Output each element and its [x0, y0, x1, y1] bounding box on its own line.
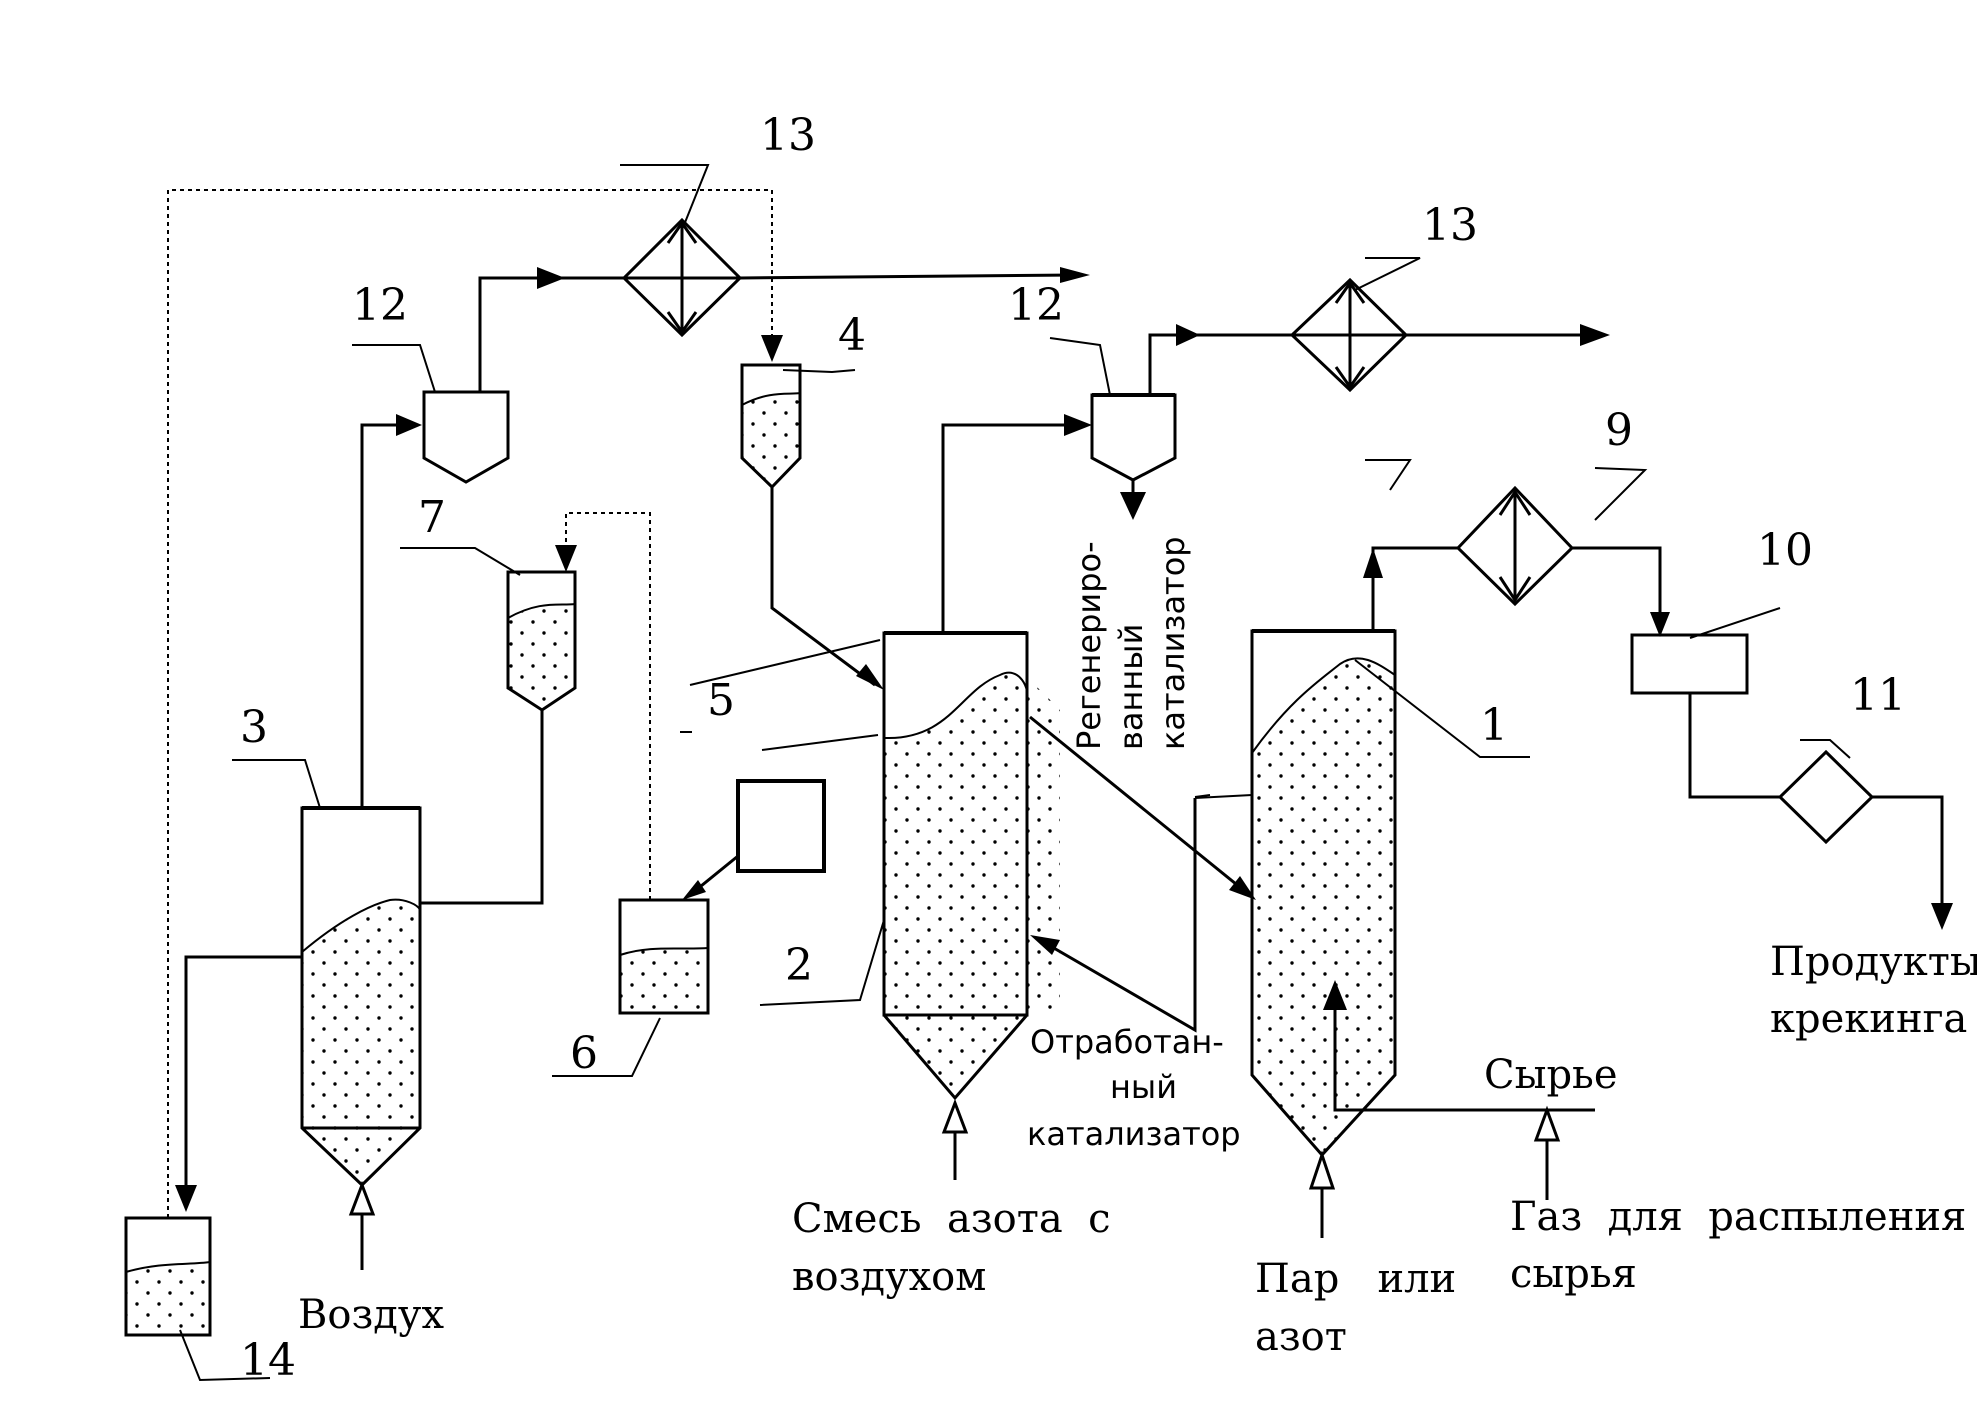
- spray-gas-label-line1: Газ для распыления: [1510, 1194, 1966, 1240]
- feed-line: [1333, 985, 1595, 1112]
- unit-11: [1777, 749, 1875, 845]
- mix-label-line2: воздухом: [792, 1254, 986, 1300]
- spent-catalyst-label-line2: ный: [1110, 1068, 1177, 1106]
- regenerated-catalyst-label-line2: ванный: [1112, 624, 1150, 750]
- reactor-1: [1250, 629, 1397, 1158]
- label-9: 9: [1605, 405, 1633, 456]
- label-1: 1: [1480, 700, 1508, 751]
- regenerated-catalyst-label-line3: катализатор: [1154, 536, 1192, 750]
- receiver-6: [618, 898, 710, 1015]
- spent-catalyst-label-line1: Отработан-: [1030, 1023, 1224, 1061]
- receiver-14: [124, 1216, 212, 1337]
- spray-gas-arrow: [1533, 1105, 1561, 1142]
- line-7-to-3: [420, 710, 544, 905]
- steam-inlet-arrow: [1308, 1150, 1336, 1190]
- outlet-13a: [739, 273, 1076, 280]
- spent-catalyst-label-line3: катализатор: [1027, 1115, 1241, 1153]
- regenerator-2: [882, 631, 1060, 1101]
- feed-label: Сырье: [1484, 1052, 1618, 1098]
- feed-arrow: [1323, 980, 1347, 1010]
- air-label: Воздух: [298, 1292, 444, 1338]
- hopper-7: [506, 570, 577, 712]
- steam-label-line1: Пар или: [1255, 1256, 1456, 1302]
- separator-10: [1630, 633, 1749, 695]
- label-12b: 12: [1008, 280, 1064, 331]
- products-label-line1: Продукты: [1770, 939, 1977, 985]
- line-9-to-10: [1572, 546, 1662, 635]
- line-12a-to-13a: [478, 276, 624, 392]
- reactor-vapor-line: [1371, 546, 1458, 631]
- mix-label-line1: Смесь азота с: [792, 1196, 1111, 1242]
- label-13a: 13: [760, 110, 816, 161]
- column-3: [300, 806, 422, 1188]
- products-line: [1872, 795, 1944, 920]
- label-5: 5: [707, 675, 735, 726]
- label-11: 11: [1850, 670, 1906, 721]
- regen-gas-line: [941, 423, 1075, 633]
- heat-exchanger-13b: [1289, 277, 1409, 393]
- leader-lines: [179, 164, 1851, 1382]
- label-12a: 12: [352, 280, 408, 331]
- label-13b: 13: [1422, 200, 1478, 251]
- line-3-to-12a: [360, 423, 412, 808]
- products-label-line2: крекинга: [1770, 996, 1967, 1042]
- label-14: 14: [240, 1335, 296, 1386]
- spray-gas-label-line2: сырья: [1510, 1251, 1637, 1297]
- regenerated-catalyst-label-line1: Регенериро-: [1070, 541, 1108, 750]
- label-6: 6: [570, 1028, 598, 1079]
- label-3: 3: [240, 702, 268, 753]
- dashed-return-lines: [167, 189, 773, 1218]
- unit-5: [736, 779, 826, 873]
- spent-catalyst-line: [1039, 798, 1197, 1033]
- cyclone-12a: [422, 390, 510, 484]
- mix-inlet-arrow: [941, 1098, 969, 1134]
- regenerated-catalyst-label: Регенериро- ванный катализатор: [1070, 536, 1192, 750]
- hopper-4: [740, 363, 802, 490]
- regenerated-catalyst-line: [1029, 715, 1253, 899]
- line-10-to-11: [1688, 693, 1780, 799]
- label-4: 4: [838, 310, 866, 361]
- cyclone-12b: [1090, 393, 1177, 482]
- line-12b-to-13b: [1148, 333, 1292, 395]
- label-10: 10: [1757, 525, 1813, 576]
- label-2: 2: [785, 940, 813, 991]
- heat-exchanger-9: [1455, 485, 1575, 607]
- line-3-to-14: [184, 955, 302, 1200]
- line-4-to-regenerator: [770, 487, 876, 687]
- air-inlet-arrow: [348, 1180, 376, 1216]
- heat-exchanger-13a: [621, 217, 743, 338]
- label-7: 7: [418, 492, 446, 543]
- steam-label-line2: азот: [1255, 1314, 1347, 1360]
